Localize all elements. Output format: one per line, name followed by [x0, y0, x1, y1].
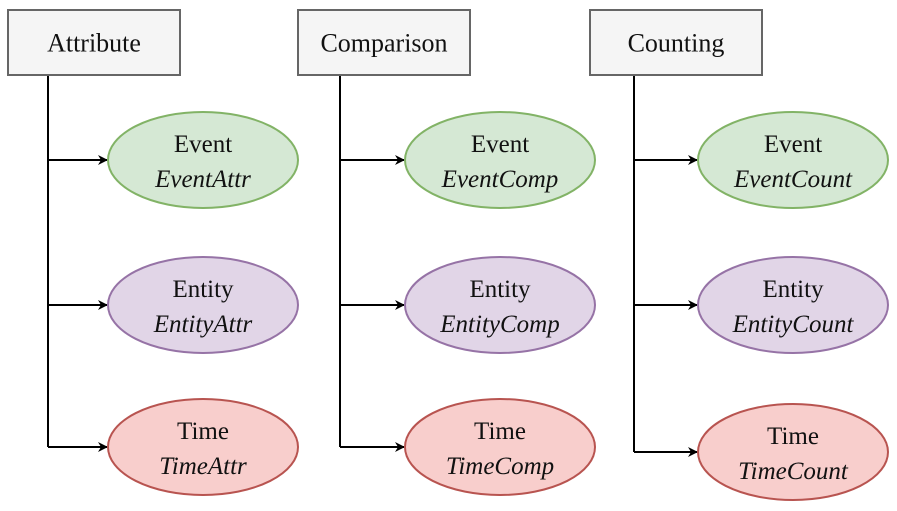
- counting-entity-ellipse: [697, 256, 889, 354]
- node-layer: AttributeEventEventAttrEntityEntityAttrT…: [7, 9, 889, 501]
- attribute-event-title: Event: [174, 131, 232, 158]
- counting-event-ellipse: [697, 111, 889, 209]
- counting-category-label: Counting: [628, 29, 725, 58]
- attribute-category-label: Attribute: [47, 29, 141, 58]
- comparison-event-ellipse: [404, 111, 596, 209]
- attribute-entity-ellipse: [107, 256, 299, 354]
- attribute-entity-title: Entity: [172, 276, 234, 303]
- counting-event-title: Event: [764, 131, 822, 158]
- counting-time-subtitle: TimeCount: [738, 458, 849, 485]
- attribute-event-ellipse: [107, 111, 299, 209]
- comparison-time-title: Time: [474, 418, 526, 445]
- counting-entity-subtitle: EntityCount: [732, 311, 855, 338]
- comparison-entity-title: Entity: [469, 276, 531, 303]
- counting-category-box: Counting: [589, 9, 763, 76]
- attribute-category-rect: [7, 9, 181, 76]
- counting-time-title: Time: [767, 423, 819, 450]
- attribute-time-ellipse: [107, 398, 299, 496]
- comparison-category-rect: [297, 9, 471, 76]
- counting-event-subtitle: EventCount: [733, 166, 853, 193]
- attribute-time-subtitle: TimeAttr: [159, 453, 247, 480]
- comparison-entity-subtitle: EntityComp: [439, 311, 559, 338]
- attribute-time-title: Time: [177, 418, 229, 445]
- counting-time-ellipse: [697, 403, 889, 501]
- attribute-event-subtitle: EventAttr: [154, 166, 251, 193]
- comparison-category-box: Comparison: [297, 9, 471, 76]
- comparison-category-label: Comparison: [320, 29, 447, 58]
- connector-layer: [47, 75, 698, 457]
- attribute-entity-subtitle: EntityAttr: [153, 311, 253, 338]
- comparison-event-subtitle: EventComp: [441, 166, 559, 193]
- counting-category-rect: [589, 9, 763, 76]
- counting-entity-title: Entity: [762, 276, 824, 303]
- comparison-time-subtitle: TimeComp: [446, 453, 554, 480]
- comparison-entity-ellipse: [404, 256, 596, 354]
- attribute-category-box: Attribute: [7, 9, 181, 76]
- comparison-time-ellipse: [404, 398, 596, 496]
- comparison-event-title: Event: [471, 131, 529, 158]
